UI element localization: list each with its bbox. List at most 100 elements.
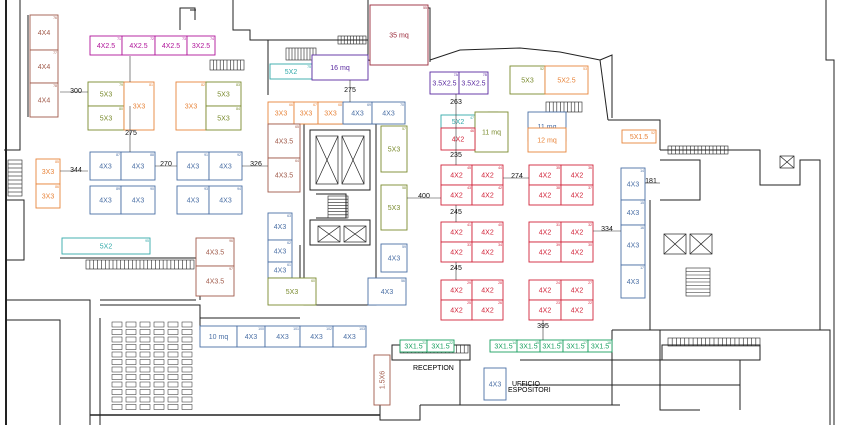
stand-outline [311, 54, 369, 81]
stand[interactable]: 3X1.517 [562, 339, 589, 353]
stand[interactable]: 3.5X2.57A [429, 71, 460, 95]
stand-outline [620, 224, 646, 266]
stand[interactable]: 3X1.521 [399, 339, 428, 353]
stand[interactable]: 3.5X2.57B [458, 71, 489, 95]
stand[interactable]: 10 mq [199, 325, 238, 348]
stand[interactable]: 1.5X6 [373, 354, 391, 406]
stand[interactable]: 3X1.515 [516, 339, 541, 353]
stand[interactable]: 16 mq [311, 54, 369, 81]
stand[interactable]: 3X1.514 [489, 339, 518, 353]
stand[interactable]: 4X3.565 [267, 123, 301, 159]
stand[interactable]: 5X1.552 [621, 129, 657, 144]
stand[interactable]: 4X3 [483, 367, 507, 401]
stand[interactable]: 3X1.522 [426, 339, 455, 353]
stand[interactable]: 3X1.516 [539, 339, 564, 353]
stand[interactable]: 11 mq [474, 111, 509, 153]
stand[interactable]: 4X2.573 [154, 35, 188, 56]
stand[interactable]: 3X1.518 [587, 339, 613, 353]
stand[interactable]: 4X3.596 [195, 237, 235, 267]
stand[interactable]: 5X2.553 [544, 65, 589, 95]
stand[interactable]: 3X2.574 [186, 35, 216, 56]
stand-number: 58 [402, 186, 406, 190]
stand[interactable]: 4X3.597 [195, 265, 235, 297]
stand[interactable]: 4X3.564 [267, 157, 301, 193]
stand-number: 68 [338, 103, 342, 107]
stand[interactable]: 4X2.572 [121, 35, 156, 56]
stand[interactable]: 4X2.571 [89, 35, 123, 56]
stand[interactable]: 12 mq [527, 127, 567, 153]
stand-outline [620, 199, 646, 226]
